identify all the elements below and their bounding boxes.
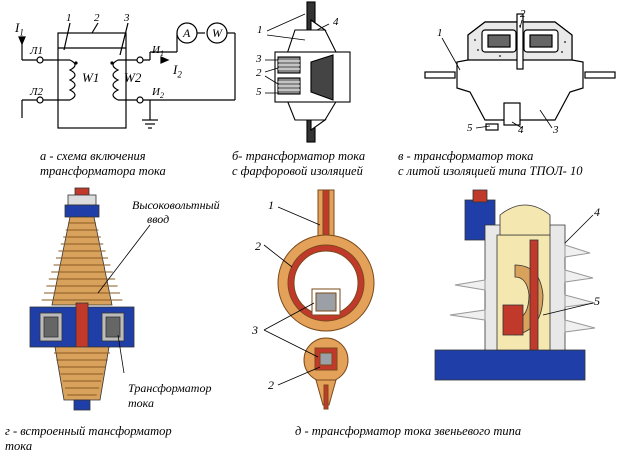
callout-ct-line2: тока <box>128 396 154 410</box>
label-w2: W2 <box>124 70 142 85</box>
caption-b-line2: с фарфоровой изоляцией <box>232 164 363 178</box>
panel-d-link-ct <box>263 189 375 410</box>
panel-g-bushing-ct <box>29 187 151 411</box>
label-l1: Л1 <box>30 45 43 57</box>
label-b-1: 1 <box>257 24 263 36</box>
caption-g-line2: тока <box>5 439 33 453</box>
label-u1: И1 <box>152 44 164 59</box>
label-v-5: 5 <box>467 122 473 134</box>
panel-a-scheme <box>18 22 236 129</box>
label-e-4: 4 <box>594 205 600 219</box>
label-d-1: 1 <box>268 198 274 212</box>
panel-v-cast-ct <box>424 13 616 131</box>
panel-b-porcelain-ct <box>264 1 351 143</box>
label-b-5: 5 <box>256 86 262 98</box>
label-i2: I2 <box>173 62 182 80</box>
label-w1: W1 <box>82 70 100 85</box>
label-a-3: 3 <box>124 12 130 24</box>
caption-d: д - трансформатор тока звеньевого типа <box>295 424 522 438</box>
label-b-4: 4 <box>333 16 339 28</box>
label-b-3: 3 <box>256 53 262 65</box>
callout-ct-line1: Трансформатор <box>128 381 212 395</box>
caption-g-line1: г - встроенный тансформатор <box>5 424 172 438</box>
callout-bushing-line2: ввод <box>147 212 170 226</box>
label-i1: I1 <box>15 20 24 38</box>
label-a-1: 1 <box>66 12 72 24</box>
panel-e-cutaway-ct <box>434 189 596 381</box>
label-u2: И2 <box>152 86 164 101</box>
callout-bushing-line1: Высоковольтный <box>132 198 220 212</box>
label-e-5: 5 <box>594 294 600 308</box>
label-b-2: 2 <box>256 67 262 79</box>
label-d-2a: 2 <box>255 239 261 253</box>
label-v-3: 3 <box>553 124 559 136</box>
caption-a-line1: а - схема включения <box>40 149 146 163</box>
caption-v-line2: с литой изоляцией типа ТПОЛ- 10 <box>398 164 583 178</box>
label-v-1: 1 <box>437 27 443 39</box>
label-a-2: 2 <box>94 12 100 24</box>
label-d-3: 3 <box>252 323 258 337</box>
label-l2: Л2 <box>30 86 43 98</box>
caption-b-line1: б- трансформатор тока <box>232 149 366 163</box>
wattmeter-label: W <box>212 26 222 40</box>
label-v-2: 2 <box>520 8 526 20</box>
caption-v-line1: в - трансформатор тока <box>398 149 534 163</box>
ammeter-label: A <box>183 26 191 40</box>
label-d-2b: 2 <box>268 378 274 392</box>
label-v-4: 4 <box>518 124 524 136</box>
caption-a-line2: трансформатора тока <box>40 164 166 178</box>
